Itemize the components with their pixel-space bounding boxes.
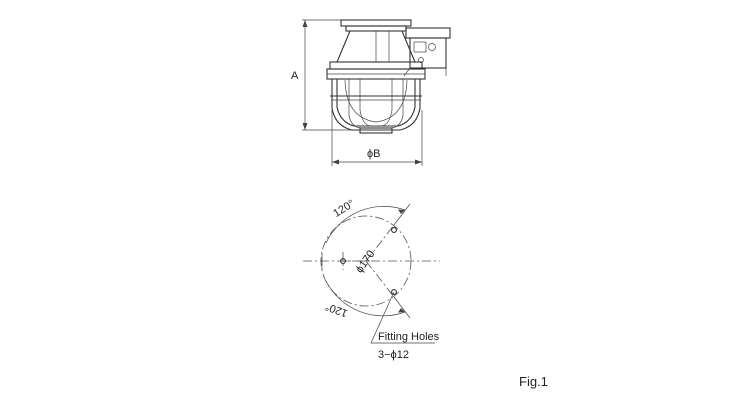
wire-guard <box>330 79 422 134</box>
fitting-hole <box>391 289 397 295</box>
callout-hole-spec: 3−ϕ12 <box>378 349 409 361</box>
angle-label-bottom: 120° <box>324 300 349 319</box>
angle-label-top: 120° <box>331 198 357 220</box>
dim-diameter-label: ϕB <box>367 148 381 160</box>
fitting-hole <box>340 258 346 264</box>
fitting-hole <box>391 227 397 233</box>
dim-height-label: A <box>291 70 299 82</box>
callout-fitting-holes: Fitting Holes <box>378 331 440 343</box>
mounting-plan-view: 120° 120° ϕ170 Fitting Holes 3−ϕ12 <box>303 198 440 361</box>
terminal-box <box>403 27 451 77</box>
luminaire-side-view: A ϕB <box>291 19 451 166</box>
figure-label: Fig.1 <box>519 374 548 389</box>
